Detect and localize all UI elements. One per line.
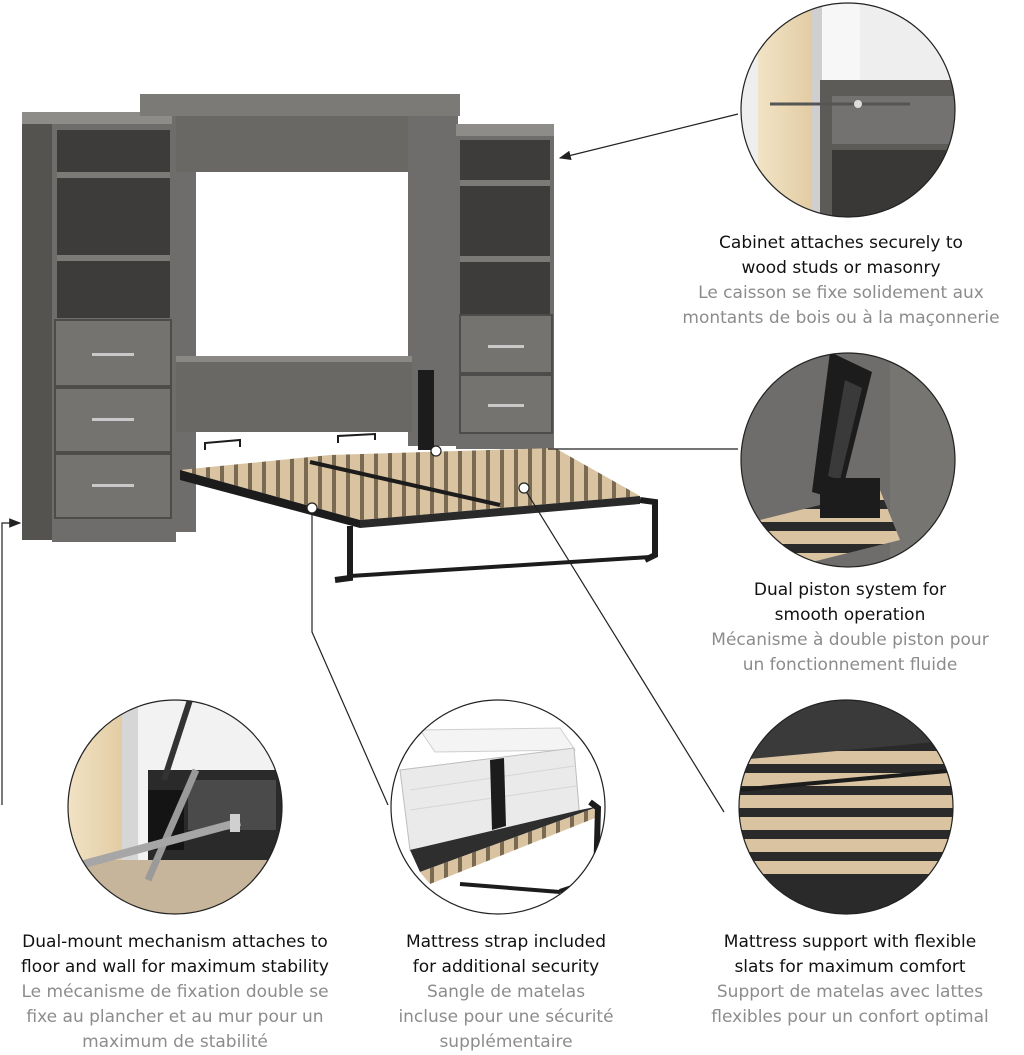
callout-lines — [1, 113, 739, 813]
caption-english: Dual piston system for smooth operation — [753, 580, 947, 625]
caption-french: Sangle de matelas incluse pour une sécur… — [398, 982, 614, 1052]
caption-english: Mattress strap included for additional s… — [405, 932, 607, 977]
caption-piston: Dual piston system for smooth operation … — [680, 578, 1020, 678]
caption-strap: Mattress strap included for additional s… — [372, 930, 640, 1055]
caption-cabinet-attach: Cabinet attaches securely to wood studs … — [660, 231, 1022, 331]
callout-line — [1, 518, 22, 805]
wall-bed-unit — [22, 94, 658, 583]
callout-dot — [518, 482, 530, 494]
caption-french: Le mécanisme de fixation double se fixe … — [21, 982, 329, 1052]
callout-dot — [430, 445, 442, 457]
caption-english: Dual-mount mechanism attaches to floor a… — [21, 932, 329, 977]
caption-slats: Mattress support with flexible slats for… — [680, 930, 1020, 1030]
detail-circle — [740, 352, 956, 568]
callout-arrow — [558, 113, 739, 161]
caption-english: Cabinet attaches securely to wood studs … — [719, 233, 963, 278]
detail-circle — [740, 2, 956, 218]
detail-circle — [738, 699, 954, 915]
caption-dual-mount: Dual-mount mechanism attaches to floor a… — [0, 930, 350, 1055]
caption-french: Le caisson se fixe solidement aux montan… — [682, 283, 1000, 328]
caption-french: Support de matelas avec lattes flexibles… — [711, 982, 989, 1027]
caption-english: Mattress support with flexible slats for… — [723, 932, 977, 977]
detail-circle — [390, 699, 606, 915]
detail-circle — [67, 699, 283, 915]
caption-french: Mécanisme à double piston pour un foncti… — [711, 630, 989, 675]
callout-line — [523, 487, 725, 813]
callout-dot — [306, 502, 318, 514]
callout-line — [311, 506, 389, 806]
